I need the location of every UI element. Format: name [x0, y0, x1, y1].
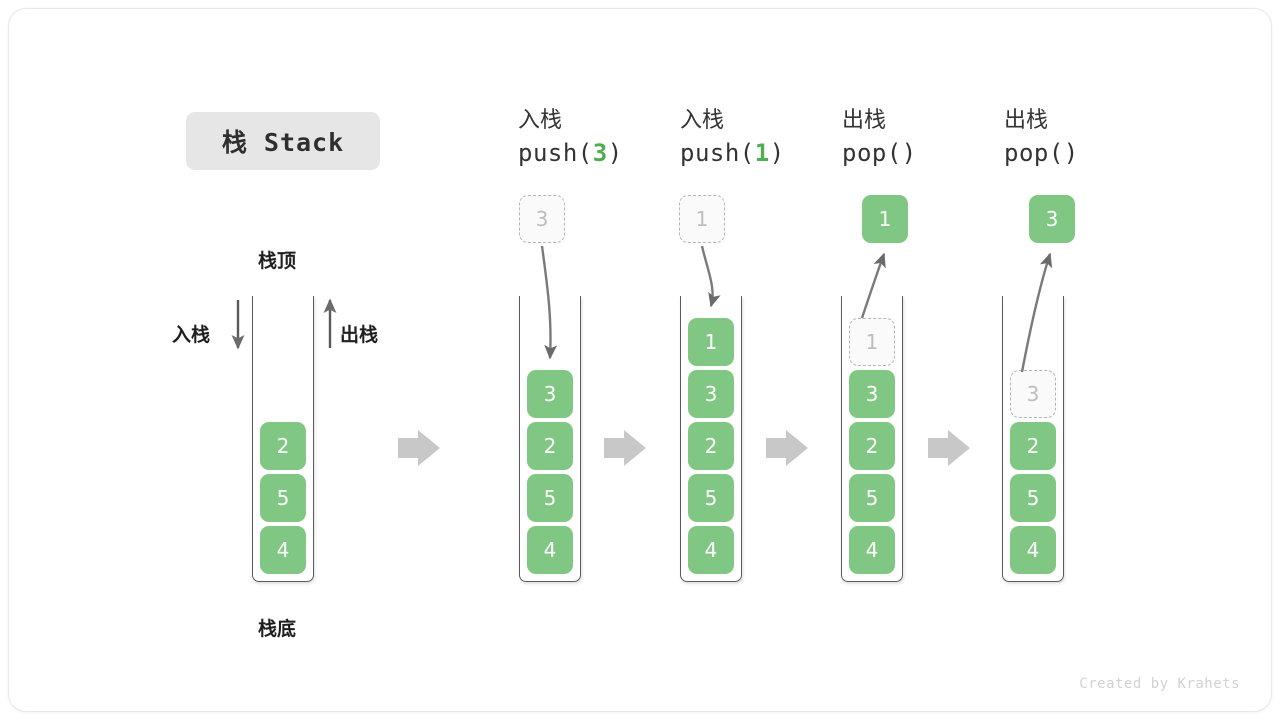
overview-push-label: 入栈	[172, 324, 211, 346]
stack-cell: 2	[1010, 422, 1056, 470]
stack-wall	[519, 296, 581, 582]
code-arg: 3	[592, 139, 608, 167]
stack-cell: 2	[527, 422, 573, 470]
stack-cell-ghost: 1	[849, 318, 895, 366]
stack-cell: 1	[688, 318, 734, 366]
stack-wall	[841, 296, 903, 582]
stack-cell: 4	[527, 526, 573, 574]
stack-cell: 5	[849, 474, 895, 522]
stack-cell-ghost: 3	[1010, 370, 1056, 418]
step-header-pop-2: 出栈 pop()	[1004, 106, 1164, 170]
step-header-push-1: 入栈 push(1)	[680, 106, 840, 170]
code-suffix: )	[769, 139, 785, 167]
stack-cell: 3	[527, 370, 573, 418]
code-suffix: )	[1063, 139, 1079, 167]
code-prefix: push(	[680, 139, 755, 167]
stack-cell: 4	[1010, 526, 1056, 574]
step-code-label: push(1)	[680, 136, 840, 170]
code-suffix: )	[607, 139, 623, 167]
step-cn-label: 入栈	[680, 108, 725, 133]
stack-cell: 4	[688, 526, 734, 574]
stack-bottom-label: 栈底	[258, 618, 297, 640]
stack-cell: 3	[849, 370, 895, 418]
outgoing-box: 3	[1029, 195, 1075, 243]
stack-wall	[1002, 296, 1064, 582]
step-code-label: pop()	[842, 136, 1002, 170]
stack-cell: 3	[688, 370, 734, 418]
stack-wall	[252, 296, 314, 582]
stack-cell: 4	[260, 526, 306, 574]
step-header-push-3: 入栈 push(3)	[518, 106, 678, 170]
step-code-label: pop()	[1004, 136, 1164, 170]
stack-cell: 4	[849, 526, 895, 574]
incoming-ghost-box: 3	[519, 195, 565, 243]
step-header-pop-1: 出栈 pop()	[842, 106, 1002, 170]
stack-cell: 5	[688, 474, 734, 522]
step-cn-label: 入栈	[518, 108, 563, 133]
code-prefix: push(	[518, 139, 593, 167]
code-suffix: )	[901, 139, 917, 167]
stack-cell: 2	[260, 422, 306, 470]
outgoing-box: 1	[862, 195, 908, 243]
stack-cell: 5	[260, 474, 306, 522]
overview-pop-label: 出栈	[340, 324, 379, 346]
stack-cell: 5	[527, 474, 573, 522]
step-cn-label: 出栈	[1004, 108, 1049, 133]
stack-top-label: 栈顶	[258, 250, 297, 272]
code-prefix: pop(	[1004, 139, 1064, 167]
stack-wall	[680, 296, 742, 582]
step-code-label: push(3)	[518, 136, 678, 170]
stack-cell: 2	[849, 422, 895, 470]
credit-text: Created by Krahets	[1079, 676, 1240, 692]
stack-cell: 2	[688, 422, 734, 470]
step-cn-label: 出栈	[842, 108, 887, 133]
stack-cell: 5	[1010, 474, 1056, 522]
title-badge: 栈 Stack	[186, 112, 380, 170]
code-prefix: pop(	[842, 139, 902, 167]
code-arg: 1	[754, 139, 770, 167]
incoming-ghost-box: 1	[679, 195, 725, 243]
